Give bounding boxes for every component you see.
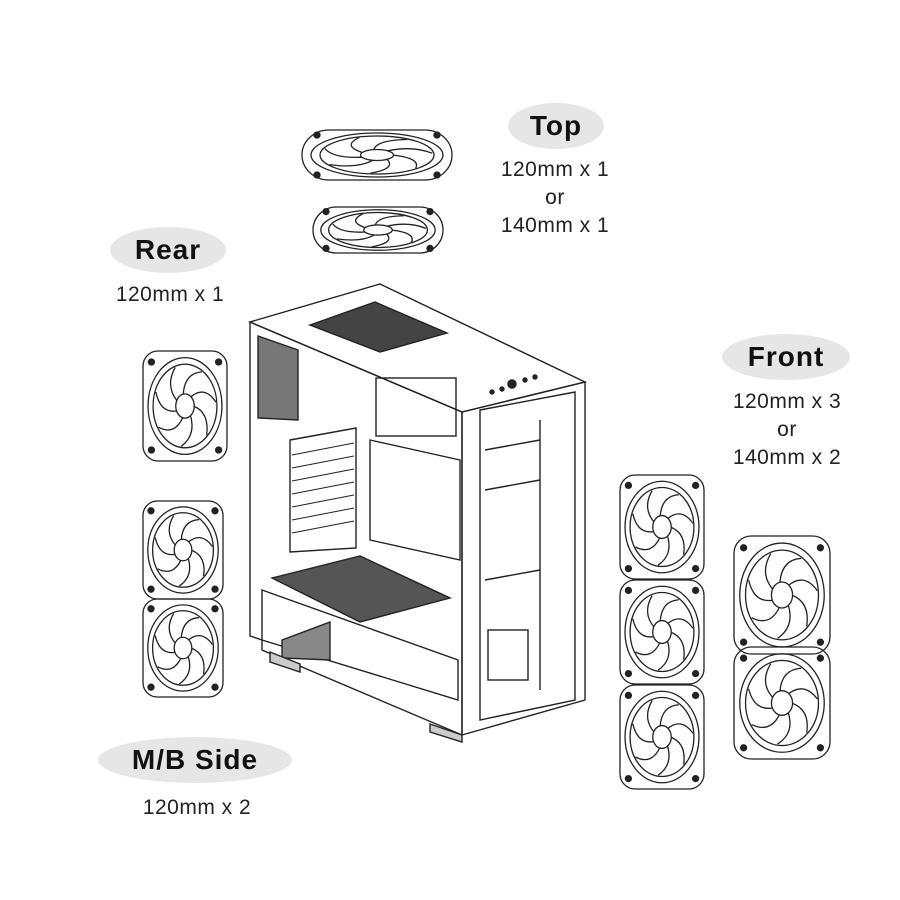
top-label: Top: [508, 103, 604, 149]
front-io-buttons: [489, 374, 538, 395]
top-spec-line2: 140mm x 1: [500, 214, 610, 237]
front-spec-line1: 120mm x 3: [732, 390, 842, 413]
top-fan-140mm-icon: [301, 129, 453, 181]
top-spec-or: or: [545, 186, 565, 209]
top-spec: 120mm x 1 or 140mm x 1: [470, 156, 640, 240]
front-fan-120-2-icon: [619, 579, 705, 685]
front-fan-140-2-icon: [733, 646, 831, 760]
front-spec: 120mm x 3 or 140mm x 2: [702, 388, 872, 472]
front-fan-120-3-icon: [619, 684, 705, 790]
mb-side-fan-2-icon: [142, 598, 224, 698]
front-label: Front: [722, 334, 850, 380]
front-spec-line2: 140mm x 2: [732, 446, 842, 469]
rear-spec: 120mm x 1: [115, 283, 225, 306]
pc-case-illustration: [247, 283, 588, 743]
rear-fan-icon: [142, 350, 228, 462]
front-fan-120-1-icon: [619, 474, 705, 580]
front-fan-140-1-icon: [733, 535, 831, 655]
mb-side-spec: 120mm x 2: [142, 796, 252, 819]
front-spec-or: or: [777, 418, 797, 441]
top-spec-line1: 120mm x 1: [500, 158, 610, 181]
mb-side-label: M/B Side: [98, 737, 292, 783]
rear-label: Rear: [110, 227, 226, 273]
expansion-slots: [291, 442, 355, 534]
mb-side-fan-1-icon: [142, 500, 224, 600]
top-fan-120mm-icon: [312, 206, 444, 254]
